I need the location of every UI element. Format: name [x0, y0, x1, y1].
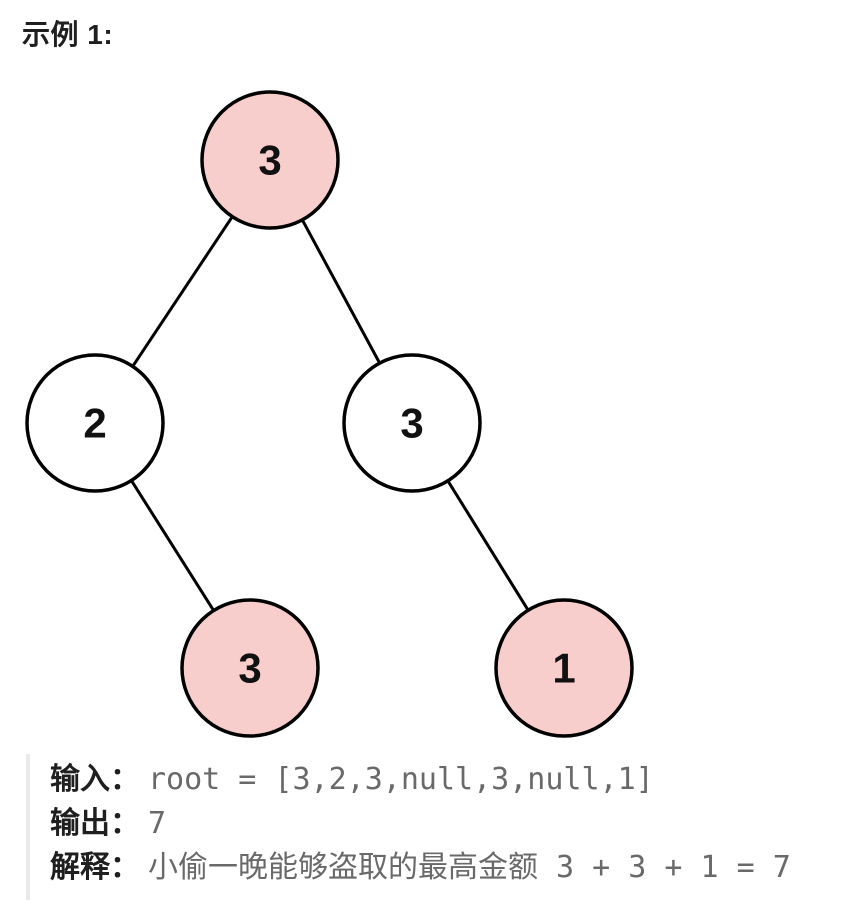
- tree-node: 3: [200, 90, 340, 230]
- tree-node-value: 2: [83, 400, 106, 447]
- tree-node: 1: [494, 598, 634, 738]
- tree-node-circle-highlighted: [200, 90, 340, 230]
- input-row: 输入：root = [3,2,3,null,3,null,1]: [50, 758, 841, 802]
- input-value: root = [3,2,3,null,3,null,1]: [148, 762, 654, 797]
- tree-node-circle-highlighted: [180, 598, 320, 738]
- explanation-row: 解释：小偷一晚能够盗取的最高金额 3 + 3 + 1 = 7: [50, 846, 841, 890]
- output-row: 输出：7: [50, 802, 841, 846]
- tree-node: 2: [25, 353, 165, 493]
- example-io-block: 输入：root = [3,2,3,null,3,null,1] 输出：7 解释：…: [26, 754, 841, 900]
- output-value: 7: [148, 806, 167, 841]
- tree-node-value: 3: [258, 137, 281, 184]
- explanation-value: 小偷一晚能够盗取的最高金额 3 + 3 + 1 = 7: [148, 850, 791, 885]
- binary-tree-diagram: 3 2 3 3 1: [25, 90, 634, 738]
- output-label: 输出：: [50, 807, 140, 840]
- tree-node-value: 3: [400, 400, 423, 447]
- input-label: 输入：: [50, 763, 140, 796]
- tree-node-value: 3: [238, 645, 261, 692]
- tree-node-circle-highlighted: [494, 598, 634, 738]
- tree-node: 3: [342, 353, 482, 493]
- tree-node-circle: [342, 353, 482, 493]
- example-heading: 示例 1:: [22, 19, 114, 50]
- tree-node-circle: [25, 353, 165, 493]
- tree-node-value: 1: [552, 645, 575, 692]
- explanation-label: 解释：: [50, 851, 140, 884]
- tree-node: 3: [180, 598, 320, 738]
